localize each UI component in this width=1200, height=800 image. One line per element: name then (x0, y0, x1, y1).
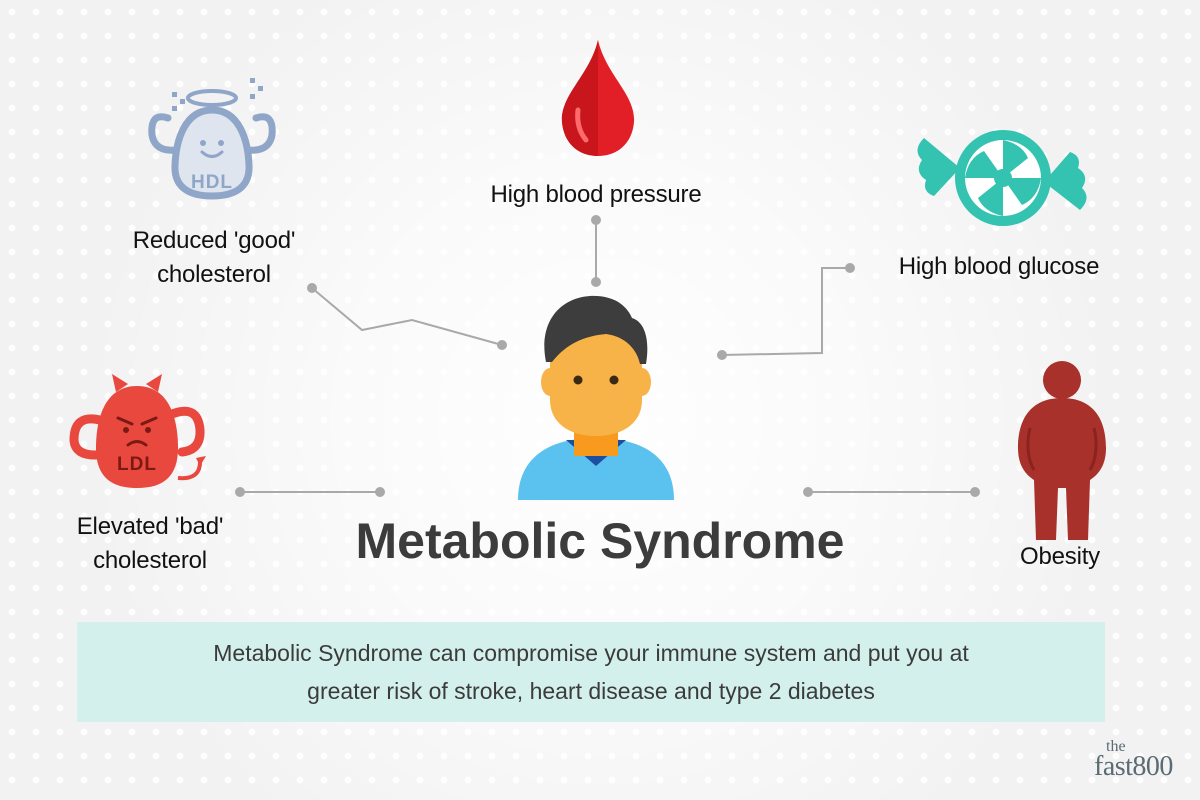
hdl-label-line2: cholesterol (157, 261, 271, 288)
person-icon (518, 295, 674, 500)
hdl-label-line1: Reduced 'good' (132, 227, 296, 254)
ldl-devil-icon: LDL (69, 374, 206, 488)
connector-glucose (721, 267, 850, 356)
candy-icon (917, 130, 1087, 226)
connector-hdl (311, 287, 503, 346)
banner-line1: Metabolic Syndrome can compromise your i… (213, 640, 969, 666)
banner-line2: greater risk of stroke, heart disease an… (307, 678, 875, 704)
svg-text:HDL: HDL (191, 172, 233, 193)
hdl-angel-icon: HDL (148, 78, 276, 200)
label-obesity: Obesity (1020, 543, 1100, 570)
logo-the: the (1106, 738, 1126, 755)
info-banner: Metabolic Syndrome can compromise your i… (77, 622, 1105, 722)
label-high-blood-pressure: High blood pressure (490, 181, 702, 208)
blood-drop-icon (561, 40, 635, 156)
logo-fast800: fast800 (1094, 751, 1173, 782)
ldl-label-line1: Elevated 'bad' (76, 513, 224, 540)
banner-text: Metabolic Syndrome can compromise your i… (151, 634, 1031, 710)
label-reduced-good-cholesterol: Reduced 'good' cholesterol (94, 224, 334, 292)
label-elevated-bad-cholesterol: Elevated 'bad' cholesterol (30, 510, 270, 578)
svg-text:LDL: LDL (117, 454, 157, 475)
obese-figure-icon (1018, 361, 1106, 540)
ldl-label-line2: cholesterol (93, 547, 207, 574)
fast800-logo: the fast800 (1094, 738, 1186, 782)
label-high-blood-glucose: High blood glucose (898, 253, 1100, 280)
page-title: Metabolic Syndrome (355, 513, 845, 569)
